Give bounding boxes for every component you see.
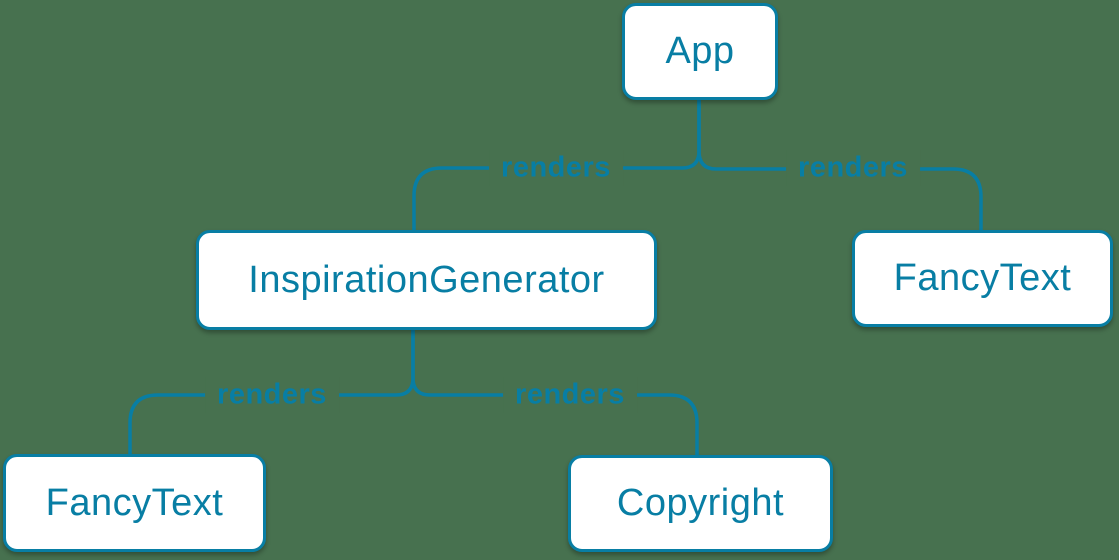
node-fancytext-top: FancyText — [852, 230, 1113, 327]
node-inspiration-generator: InspirationGenerator — [196, 230, 657, 330]
node-fancytext-bottom: FancyText — [3, 454, 266, 552]
node-app: App — [622, 3, 778, 100]
node-fancytext-top-label: FancyText — [893, 257, 1072, 299]
node-inspiration-generator-label: InspirationGenerator — [248, 258, 605, 301]
edge-label-app-inspirationgenerator: renders — [489, 149, 623, 187]
node-copyright-label: Copyright — [616, 482, 785, 524]
edge-label-inspirationgenerator-fancytext: renders — [205, 376, 339, 414]
edge-label-inspirationgenerator-copyright: renders — [503, 376, 637, 414]
node-app-label: App — [665, 30, 735, 72]
node-fancytext-bottom-label: FancyText — [45, 481, 224, 524]
node-copyright: Copyright — [568, 455, 833, 552]
edge-label-app-fancytext: renders — [786, 149, 920, 187]
